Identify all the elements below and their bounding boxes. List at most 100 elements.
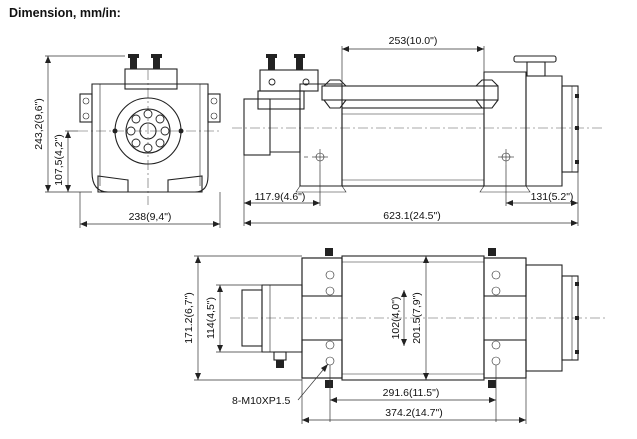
side-right-foot: [479, 185, 531, 193]
side-left-bracket: [299, 83, 343, 187]
top-gearbox-bolt-3: [575, 350, 579, 354]
bolt-callout-arrow: [321, 364, 328, 372]
side-clutch-handle: [513, 55, 557, 63]
flange-spacing-arrow-top: [423, 256, 429, 263]
overall-length-label: 623.1(24.5"): [383, 210, 440, 222]
base-length-arrow-left: [302, 417, 309, 423]
flange-spacing-arrow-bottom: [423, 373, 429, 380]
side-view: 253(10.0") 117.9(4.6") 131(5.2") 623.1(2…: [232, 35, 605, 226]
drum-length-label: 253(10.0"): [389, 35, 438, 47]
front-left-boss: [79, 93, 93, 123]
side-gearbox-bolt-1: [575, 94, 579, 98]
front-center-arrow-top: [65, 131, 71, 138]
drum-length-arrow-right: [477, 46, 484, 52]
front-flange-bolt-left: [112, 128, 118, 134]
top-gearbox-bolt-1: [575, 282, 579, 286]
top-tie-nut-2: [488, 248, 496, 256]
front-port-fitting-right: [153, 57, 160, 69]
front-center-arrow-bottom: [65, 185, 71, 192]
front-motor-bolt-1: [143, 109, 153, 119]
front-left-foot: [97, 175, 129, 193]
side-port-fitting-right: [296, 57, 303, 70]
front-motor-bolt-7: [126, 126, 136, 136]
side-tie-bar-right-nut: [475, 79, 499, 87]
gearbox-arrow-left: [506, 200, 513, 206]
front-motor-bolt-6: [131, 138, 141, 148]
side-right-bracket: [483, 71, 527, 187]
top-motor-housing: [261, 284, 303, 353]
front-right-boss-bolt-2: [210, 112, 218, 120]
top-valve-fitting: [273, 351, 287, 361]
side-tie-bar: [321, 85, 499, 101]
top-bolt-hole-8: [491, 356, 501, 366]
overall-arrow-right: [571, 220, 578, 226]
front-flange-bolt-right: [178, 128, 184, 134]
base-length-arrow-right: [519, 417, 526, 423]
front-center-height-label: 107,5(4,2"): [53, 134, 65, 186]
front-motor-bolt-4: [155, 138, 165, 148]
top-right-base-lug-top: [483, 257, 527, 297]
top-gearbox-bolt-2: [575, 316, 579, 320]
overall-arrow-left: [244, 220, 251, 226]
front-height-arrow-top: [45, 56, 51, 63]
front-right-foot: [167, 175, 203, 193]
top-bolt-hole-3: [325, 340, 335, 350]
top-bolt-hole-7: [491, 340, 501, 350]
bolt-spacing-label: 291.6(11.5"): [383, 387, 440, 399]
top-valve-fitting-nut: [276, 360, 284, 368]
front-motor-face: [125, 108, 171, 154]
side-port-cap-left: [266, 54, 277, 58]
side-gearbox-bolt-2: [575, 126, 579, 130]
front-view: 243,2(9,6") 107,5(4,2") 238(9,4"): [33, 54, 222, 228]
drum-diameter-label: 102(4,0"): [390, 297, 402, 340]
front-left-boss-bolt-2: [82, 112, 90, 120]
front-width-label: 238(9,4"): [129, 211, 172, 223]
top-tie-nut-1: [325, 248, 333, 256]
top-left-base-lug-bottom: [301, 339, 343, 379]
front-port-cap-left: [128, 54, 139, 58]
bolt-callout-label: 8-M10XP1.5: [232, 395, 291, 407]
side-port-fitting-left: [268, 57, 275, 70]
drum-diameter-arrow-bottom: [401, 339, 407, 346]
side-valve-body: [257, 90, 305, 110]
motor-offset-arrow-left: [244, 200, 251, 206]
front-motor-bolt-3: [160, 126, 170, 136]
front-height-arrow-bottom: [45, 185, 51, 192]
top-tie-nut-3: [325, 380, 333, 388]
front-width-arrow-right: [213, 221, 220, 227]
drawing-heading: Dimension, mm/in:: [9, 6, 121, 20]
side-motor-housing: [270, 98, 301, 153]
gearbox-length-label: 131(5.2"): [531, 191, 574, 203]
motor-offset-label: 117.9(4.6"): [255, 191, 306, 203]
side-port-cap-right: [294, 54, 305, 58]
flange-spacing-label: 201.5(7,9"): [411, 292, 423, 344]
side-valve-block: [259, 69, 319, 92]
side-valve-bolt-left: [268, 78, 276, 86]
top-bolt-hole-1: [325, 270, 335, 280]
side-tie-bar-right-nut-bottom: [475, 99, 499, 109]
bolt-spacing-arrow-right: [489, 397, 496, 403]
side-clutch-body: [526, 61, 546, 77]
front-left-boss-bolt: [82, 97, 90, 105]
gearbox-arrow-right: [571, 200, 578, 206]
front-valve-block: [124, 68, 178, 90]
front-right-boss: [207, 93, 221, 123]
motor-width-label: 114(4,5"): [205, 297, 217, 339]
top-left-base-lug-top: [301, 257, 343, 297]
front-motor-bolt-8: [131, 114, 141, 124]
front-port-fitting-left: [130, 57, 137, 69]
front-right-boss-bolt: [210, 97, 218, 105]
front-housing: [91, 83, 209, 193]
top-bolt-hole-2: [325, 286, 335, 296]
base-depth-arrow-bottom: [195, 373, 201, 380]
side-gearbox-bolt-3: [575, 160, 579, 164]
base-depth-arrow-top: [195, 256, 201, 263]
front-width-arrow-left: [80, 221, 87, 227]
motor-width-arrow-bottom: [217, 345, 223, 352]
front-motor-shaft: [139, 122, 157, 140]
front-motor-bolt-2: [155, 114, 165, 124]
drum-length-arrow-left: [342, 46, 349, 52]
top-view: 171.2(6,7") 114(4,5") 102(4,0") 201.5(7,…: [183, 248, 605, 424]
